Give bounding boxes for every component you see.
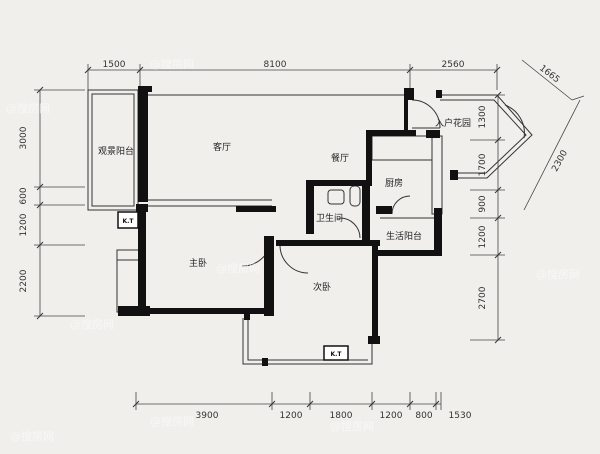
room-master-bedroom: 主卧	[189, 257, 207, 269]
dim-bottom-2: 1200	[280, 411, 303, 421]
dim-left-3: 1200	[19, 213, 29, 236]
dim-right-4: 1200	[478, 225, 488, 248]
ac-unit-2: K.T	[323, 345, 349, 361]
dim-left-1: 3000	[19, 126, 29, 149]
dimension-ticks	[36, 66, 502, 408]
dim-bottom-3: 1800	[330, 411, 353, 421]
room-second-bedroom: 次卧	[313, 281, 331, 293]
walls	[118, 86, 458, 366]
dimension-lines	[34, 59, 585, 410]
dim-bottom-1: 3900	[196, 411, 219, 421]
room-labels: 观景阳台 客厅 餐厅 入户花园 厨房 卫生间 生活阳台 主卧 次卧	[98, 117, 471, 293]
dim-bottom-4: 1200	[380, 411, 403, 421]
ac-label-2: K.T	[330, 351, 342, 358]
dim-top-1: 1500	[103, 60, 126, 70]
room-dining-room: 餐厅	[331, 152, 349, 164]
watermark-6: @搜房网	[150, 414, 194, 428]
dim-right-5: 2700	[478, 286, 488, 309]
dim-top-3: 2560	[442, 60, 465, 70]
watermark-8: @搜房网	[10, 429, 54, 443]
dim-right-3: 900	[478, 195, 488, 212]
watermarks: @搜房网 @搜房网 @搜房网 @搜房网 @搜房网 @搜房网 @搜房网 @搜房网	[6, 57, 580, 443]
dim-top-2: 8100	[264, 60, 287, 70]
room-bathroom: 卫生间	[316, 212, 343, 224]
dim-bottom-5: 800	[415, 411, 432, 421]
watermark-7: @搜房网	[330, 419, 374, 433]
dim-left-4: 2200	[19, 269, 29, 292]
dimension-labels: 1500 8100 2560 1665 2300 3000 600 1200 2…	[19, 60, 570, 421]
ac-label-1: K.T	[122, 218, 134, 225]
watermark-1: @搜房网	[6, 101, 50, 115]
watermark-3: @搜房网	[216, 261, 260, 275]
dim-right-1: 1300	[478, 105, 488, 128]
dim-bottom-6: 1530	[449, 411, 472, 421]
room-kitchen: 厨房	[385, 177, 403, 189]
watermark-5: @搜房网	[536, 267, 580, 281]
ac-unit-1: K.T	[117, 211, 139, 229]
watermark-2: @搜房网	[150, 57, 194, 71]
watermark-4: @搜房网	[70, 317, 114, 331]
room-viewing-balcony: 观景阳台	[98, 145, 134, 157]
room-entry-garden: 入户花园	[435, 117, 471, 129]
dim-left-2: 600	[19, 187, 29, 204]
dim-right-2: 1700	[478, 153, 488, 176]
room-utility-balcony: 生活阳台	[386, 230, 422, 242]
room-living-room: 客厅	[213, 141, 231, 153]
